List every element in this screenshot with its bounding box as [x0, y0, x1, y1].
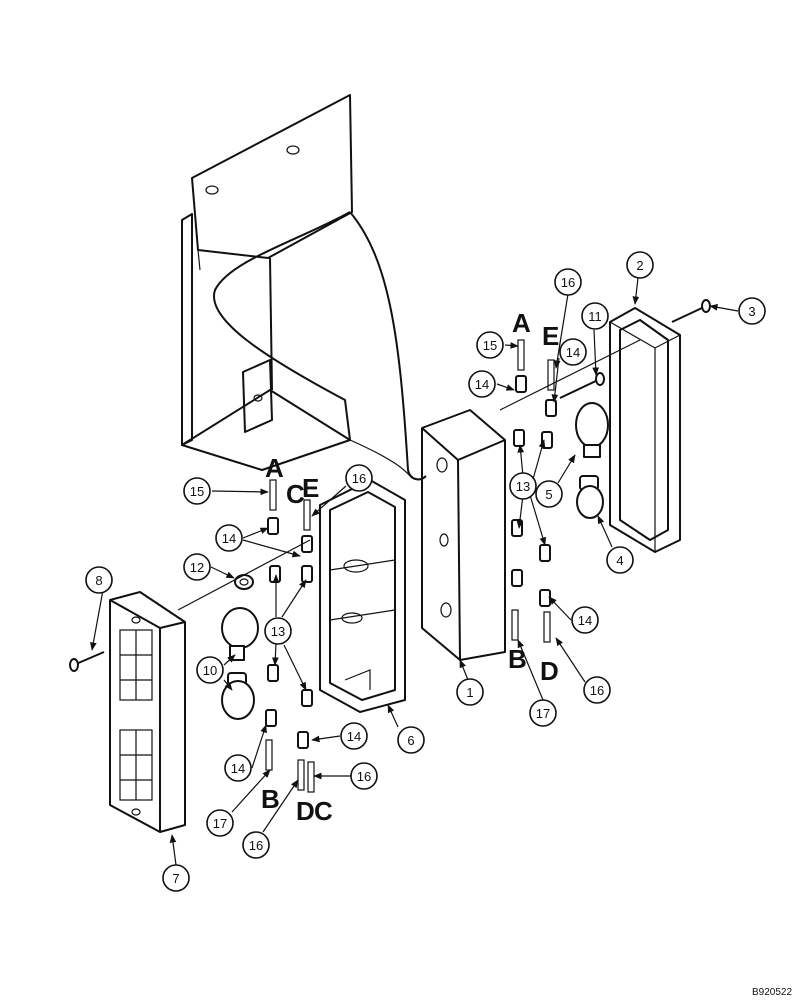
- screw-3: [671, 299, 711, 323]
- svg-text:16: 16: [249, 838, 263, 853]
- callout-14-e: 14: [340, 722, 368, 750]
- svg-text:14: 14: [347, 729, 361, 744]
- letter-d-left: D: [296, 796, 315, 826]
- svg-text:7: 7: [172, 871, 179, 886]
- callout-17-left: 17: [206, 809, 234, 837]
- callout-2: 2: [626, 251, 654, 279]
- svg-text:3: 3: [748, 304, 755, 319]
- svg-text:5: 5: [545, 487, 552, 502]
- callout-5: 5: [535, 480, 563, 508]
- svg-text:10: 10: [203, 663, 217, 678]
- svg-text:11: 11: [588, 309, 602, 324]
- svg-text:4: 4: [616, 553, 623, 568]
- letter-c-left: C: [286, 479, 305, 509]
- svg-text:16: 16: [352, 471, 366, 486]
- svg-text:16: 16: [590, 683, 604, 698]
- svg-text:17: 17: [536, 706, 550, 721]
- svg-text:14: 14: [475, 377, 489, 392]
- letter-e-left: E: [302, 473, 319, 503]
- bulb-5: [575, 402, 609, 458]
- lens-7: [109, 591, 186, 833]
- callouts: 1 2 3 4 5 6 7 8 10 11 12 13 13 14 14 14 …: [85, 251, 766, 892]
- callout-3: 3: [738, 297, 766, 325]
- leader-lines: [90, 277, 739, 866]
- callout-16-e: 16: [345, 464, 373, 492]
- svg-text:14: 14: [566, 345, 580, 360]
- callout-17-right: 17: [529, 699, 557, 727]
- callout-10: 10: [196, 656, 224, 684]
- letter-a-right: A: [512, 308, 531, 338]
- grommet-12: [234, 574, 254, 590]
- svg-text:8: 8: [95, 573, 102, 588]
- svg-text:14: 14: [231, 761, 245, 776]
- svg-text:17: 17: [213, 816, 227, 831]
- wire-letters: A E B D A C E B D C: [261, 308, 559, 826]
- svg-text:2: 2: [636, 258, 643, 273]
- letter-b-left: B: [261, 784, 280, 814]
- lamp-housing-6: [319, 479, 406, 713]
- svg-text:12: 12: [190, 560, 204, 575]
- svg-text:1: 1: [466, 685, 473, 700]
- letter-d-right: D: [540, 656, 559, 686]
- callout-15-left: 15: [183, 477, 211, 505]
- letter-a-left: A: [265, 453, 284, 483]
- callout-15-right: 15: [476, 331, 504, 359]
- callout-14-b: 14: [559, 338, 587, 366]
- callout-4: 4: [606, 546, 634, 574]
- callout-16-d: 16: [242, 831, 270, 859]
- lens-frame-2: [609, 307, 681, 553]
- lamp-housing-1: [421, 409, 506, 661]
- callout-14-a: 14: [468, 370, 496, 398]
- bulb-10-upper: [221, 607, 259, 661]
- callout-16-b: 16: [583, 676, 611, 704]
- callout-1: 1: [456, 678, 484, 706]
- svg-text:6: 6: [407, 733, 414, 748]
- svg-text:14: 14: [222, 531, 236, 546]
- connectors-left: [177, 479, 315, 793]
- callout-8: 8: [85, 566, 113, 594]
- callout-7: 7: [162, 864, 190, 892]
- bulb-4: [576, 475, 604, 519]
- callout-13-right: 13: [509, 472, 537, 500]
- svg-text:13: 13: [516, 479, 530, 494]
- screw-8: [69, 651, 105, 672]
- svg-text:13: 13: [271, 624, 285, 639]
- callout-16-c: 16: [350, 762, 378, 790]
- screw-11: [559, 372, 605, 399]
- callout-12: 12: [183, 553, 211, 581]
- callout-16-a: 16: [554, 268, 582, 296]
- svg-text:14: 14: [578, 613, 592, 628]
- letter-b-right: B: [508, 644, 527, 674]
- svg-text:15: 15: [190, 484, 204, 499]
- callout-6: 6: [397, 726, 425, 754]
- callout-13-left: 13: [264, 617, 292, 645]
- mounting-bracket: [181, 94, 427, 481]
- svg-text:15: 15: [483, 338, 497, 353]
- callout-14-d: 14: [215, 524, 243, 552]
- svg-text:16: 16: [357, 769, 371, 784]
- letter-e-right: E: [542, 321, 559, 351]
- svg-text:16: 16: [561, 275, 575, 290]
- callout-11: 11: [581, 302, 609, 330]
- document-id: B920522: [752, 987, 792, 998]
- callout-14-c: 14: [571, 606, 599, 634]
- letter-c-left-bottom: C: [314, 796, 333, 826]
- callout-14-f: 14: [224, 754, 252, 782]
- bulb-10-lower: [221, 672, 255, 720]
